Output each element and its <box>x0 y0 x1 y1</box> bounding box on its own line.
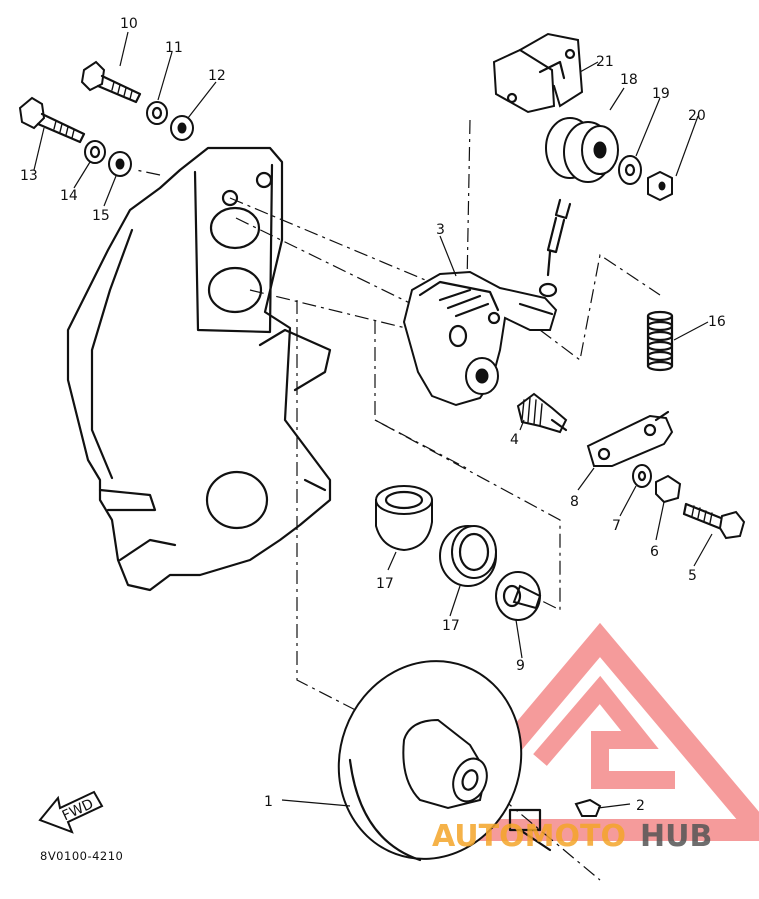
callout-12: 12 <box>208 68 226 84</box>
callout-10: 10 <box>120 16 138 32</box>
callout-19: 19 <box>652 86 670 102</box>
shaft-9 <box>495 571 542 621</box>
callout-13: 13 <box>20 168 38 184</box>
callout-16: 16 <box>708 314 726 330</box>
watermark-word-left: AUTOMOTO <box>432 819 626 854</box>
watermark-word-right: HUB <box>640 819 712 854</box>
washer-19 <box>618 155 642 185</box>
washer-12 <box>170 115 194 141</box>
callout-17a: 17 <box>376 576 394 592</box>
bolt-13 <box>18 96 86 144</box>
callout-18: 18 <box>620 72 638 88</box>
spring-washer-14 <box>84 140 106 164</box>
adjuster-4 <box>516 392 568 434</box>
callout-20: 20 <box>688 108 706 124</box>
spring-washer-11 <box>146 101 168 125</box>
bushing-17-a <box>375 485 433 552</box>
crankcase-cover <box>66 146 332 592</box>
callout-1: 1 <box>264 794 273 810</box>
callout-17b: 17 <box>442 618 460 634</box>
pulley-18 <box>545 117 619 183</box>
bolt-5 <box>682 502 746 540</box>
callout-labels: 1 2 3 4 5 6 7 8 9 10 11 12 13 14 15 16 1… <box>20 16 726 814</box>
washer-7 <box>632 464 652 488</box>
watermark-text: AUTOMOTO HUB <box>432 819 712 854</box>
diagram-code: 8V0100-4210 <box>40 849 123 863</box>
spring-16 <box>646 310 674 372</box>
key-2 <box>574 798 602 817</box>
leader-lines <box>33 31 713 809</box>
callout-8: 8 <box>570 494 579 510</box>
callout-2: 2 <box>636 798 645 814</box>
bushing-17-b <box>439 525 497 587</box>
callout-15: 15 <box>92 208 110 224</box>
bracket-21 <box>492 32 584 114</box>
callout-9: 9 <box>516 658 525 674</box>
callout-11: 11 <box>165 40 183 56</box>
disc-hub-1 <box>337 660 552 862</box>
callout-3: 3 <box>436 222 445 238</box>
forward-arrow-icon: FWD <box>38 790 104 834</box>
callout-5: 5 <box>688 568 697 584</box>
nut-20 <box>647 170 673 202</box>
callout-6: 6 <box>650 544 659 560</box>
washer-15 <box>108 151 132 177</box>
callout-7: 7 <box>612 518 621 534</box>
collar-6 <box>655 474 682 504</box>
bolt-10 <box>80 60 142 104</box>
lever-housing-3 <box>402 270 558 407</box>
lever-8 <box>586 410 674 467</box>
fwd-label: FWD <box>60 796 96 824</box>
cable-end <box>538 198 572 298</box>
callout-21: 21 <box>596 54 614 70</box>
callout-14: 14 <box>60 188 78 204</box>
callout-4: 4 <box>510 432 519 448</box>
